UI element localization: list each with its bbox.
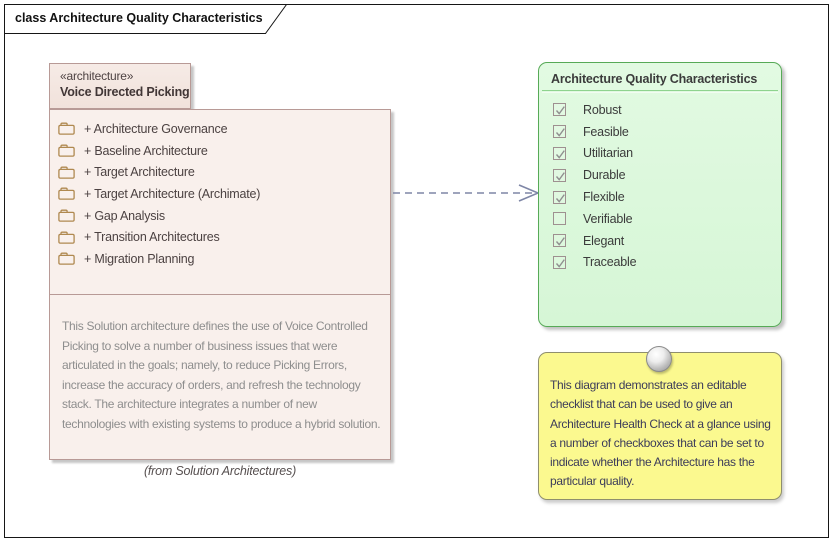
checklist-title-separator xyxy=(542,90,778,93)
checkmark-icon xyxy=(555,106,565,116)
checklist-item-label: Utilitarian xyxy=(583,146,633,161)
package-item-label: + Target Architecture (Archimate) xyxy=(84,186,261,201)
class-body-voice-directed-picking[interactable]: + Architecture Governance + Baseline Arc… xyxy=(49,109,391,460)
checkmark-icon xyxy=(555,237,565,246)
package-item-label: + Transition Architectures xyxy=(84,230,220,245)
package-item-row[interactable]: + Target Architecture (Archimate) xyxy=(50,183,390,205)
package-item-row[interactable]: + Migration Planning xyxy=(50,248,390,270)
checklist-row: Flexible xyxy=(539,186,781,208)
checklist-rows: Robust Feasible xyxy=(539,99,781,273)
checklist-item-label: Robust xyxy=(583,102,622,117)
package-item-label: + Target Architecture xyxy=(84,165,195,180)
checklist-item-label: Traceable xyxy=(583,255,637,270)
frame-tab-shape xyxy=(4,4,288,34)
package-item-label: + Gap Analysis xyxy=(84,208,165,223)
checklist-row: Feasible xyxy=(539,121,781,143)
checkbox[interactable] xyxy=(553,168,566,182)
checklist-row: Utilitarian xyxy=(539,143,781,165)
checklist-element[interactable]: Architecture Quality Characteristics Rob… xyxy=(538,62,782,327)
checkbox[interactable] xyxy=(553,103,566,117)
checklist-row: Verifiable xyxy=(539,208,781,230)
from-package-label: (from Solution Architectures) xyxy=(143,464,297,478)
checkmark-icon xyxy=(555,171,565,181)
compartment-divider xyxy=(50,294,390,295)
checkmark-icon xyxy=(555,150,565,159)
checklist-row: Traceable xyxy=(539,252,781,274)
folder-icon xyxy=(58,144,75,157)
folder-icon xyxy=(58,122,75,136)
diagram-title: class Architecture Quality Characteristi… xyxy=(15,11,263,25)
checklist-item-label: Flexible xyxy=(583,190,625,205)
package-item-row[interactable]: + Transition Architectures xyxy=(50,226,390,248)
package-item-label: + Architecture Governance xyxy=(84,121,228,136)
class-header-voice-directed-picking[interactable]: «architecture» Voice Directed Picking xyxy=(49,63,191,109)
package-items-compartment: + Architecture Governance + Baseline Arc… xyxy=(50,110,390,294)
checkmark-icon xyxy=(555,128,565,137)
pushpin-sphere-icon xyxy=(646,346,672,372)
checkbox[interactable] xyxy=(553,234,566,248)
folder-icon xyxy=(58,209,75,222)
checklist-row: Durable xyxy=(539,164,781,186)
checkbox[interactable] xyxy=(553,146,566,160)
checkbox[interactable] xyxy=(553,255,566,269)
checkmark-icon xyxy=(555,259,565,268)
checklist-title: Architecture Quality Characteristics xyxy=(551,72,758,86)
checklist-item-label: Verifiable xyxy=(583,211,633,226)
dependency-connector[interactable] xyxy=(392,181,540,205)
checkbox[interactable] xyxy=(553,125,566,139)
checklist-item-label: Feasible xyxy=(583,124,629,139)
class-name: Voice Directed Picking xyxy=(60,85,190,99)
package-item-row[interactable]: + Target Architecture xyxy=(50,161,390,183)
folder-icon xyxy=(58,253,75,266)
checklist-row: Elegant xyxy=(539,230,781,252)
package-item-label: + Migration Planning xyxy=(84,251,195,266)
package-item-row[interactable]: + Baseline Architecture xyxy=(50,140,390,162)
note-text: This diagram demonstrates an editable ch… xyxy=(550,378,771,489)
class-stereotype: «architecture» xyxy=(60,69,134,83)
package-item-row[interactable]: + Architecture Governance xyxy=(50,118,390,140)
checklist-item-label: Elegant xyxy=(583,233,624,248)
checklist-row: Robust xyxy=(539,99,781,121)
checkmark-icon xyxy=(555,193,565,203)
folder-icon xyxy=(58,187,75,201)
folder-icon xyxy=(58,231,75,244)
checkbox[interactable] xyxy=(553,212,566,226)
package-item-label: + Baseline Architecture xyxy=(84,143,208,158)
folder-icon xyxy=(58,166,75,179)
note-element[interactable]: This diagram demonstrates an editable ch… xyxy=(538,346,782,500)
checkbox[interactable] xyxy=(553,190,566,204)
checklist-item-label: Durable xyxy=(583,168,626,183)
class-description: This Solution architecture defines the u… xyxy=(62,319,381,431)
package-item-row[interactable]: + Gap Analysis xyxy=(50,205,390,227)
